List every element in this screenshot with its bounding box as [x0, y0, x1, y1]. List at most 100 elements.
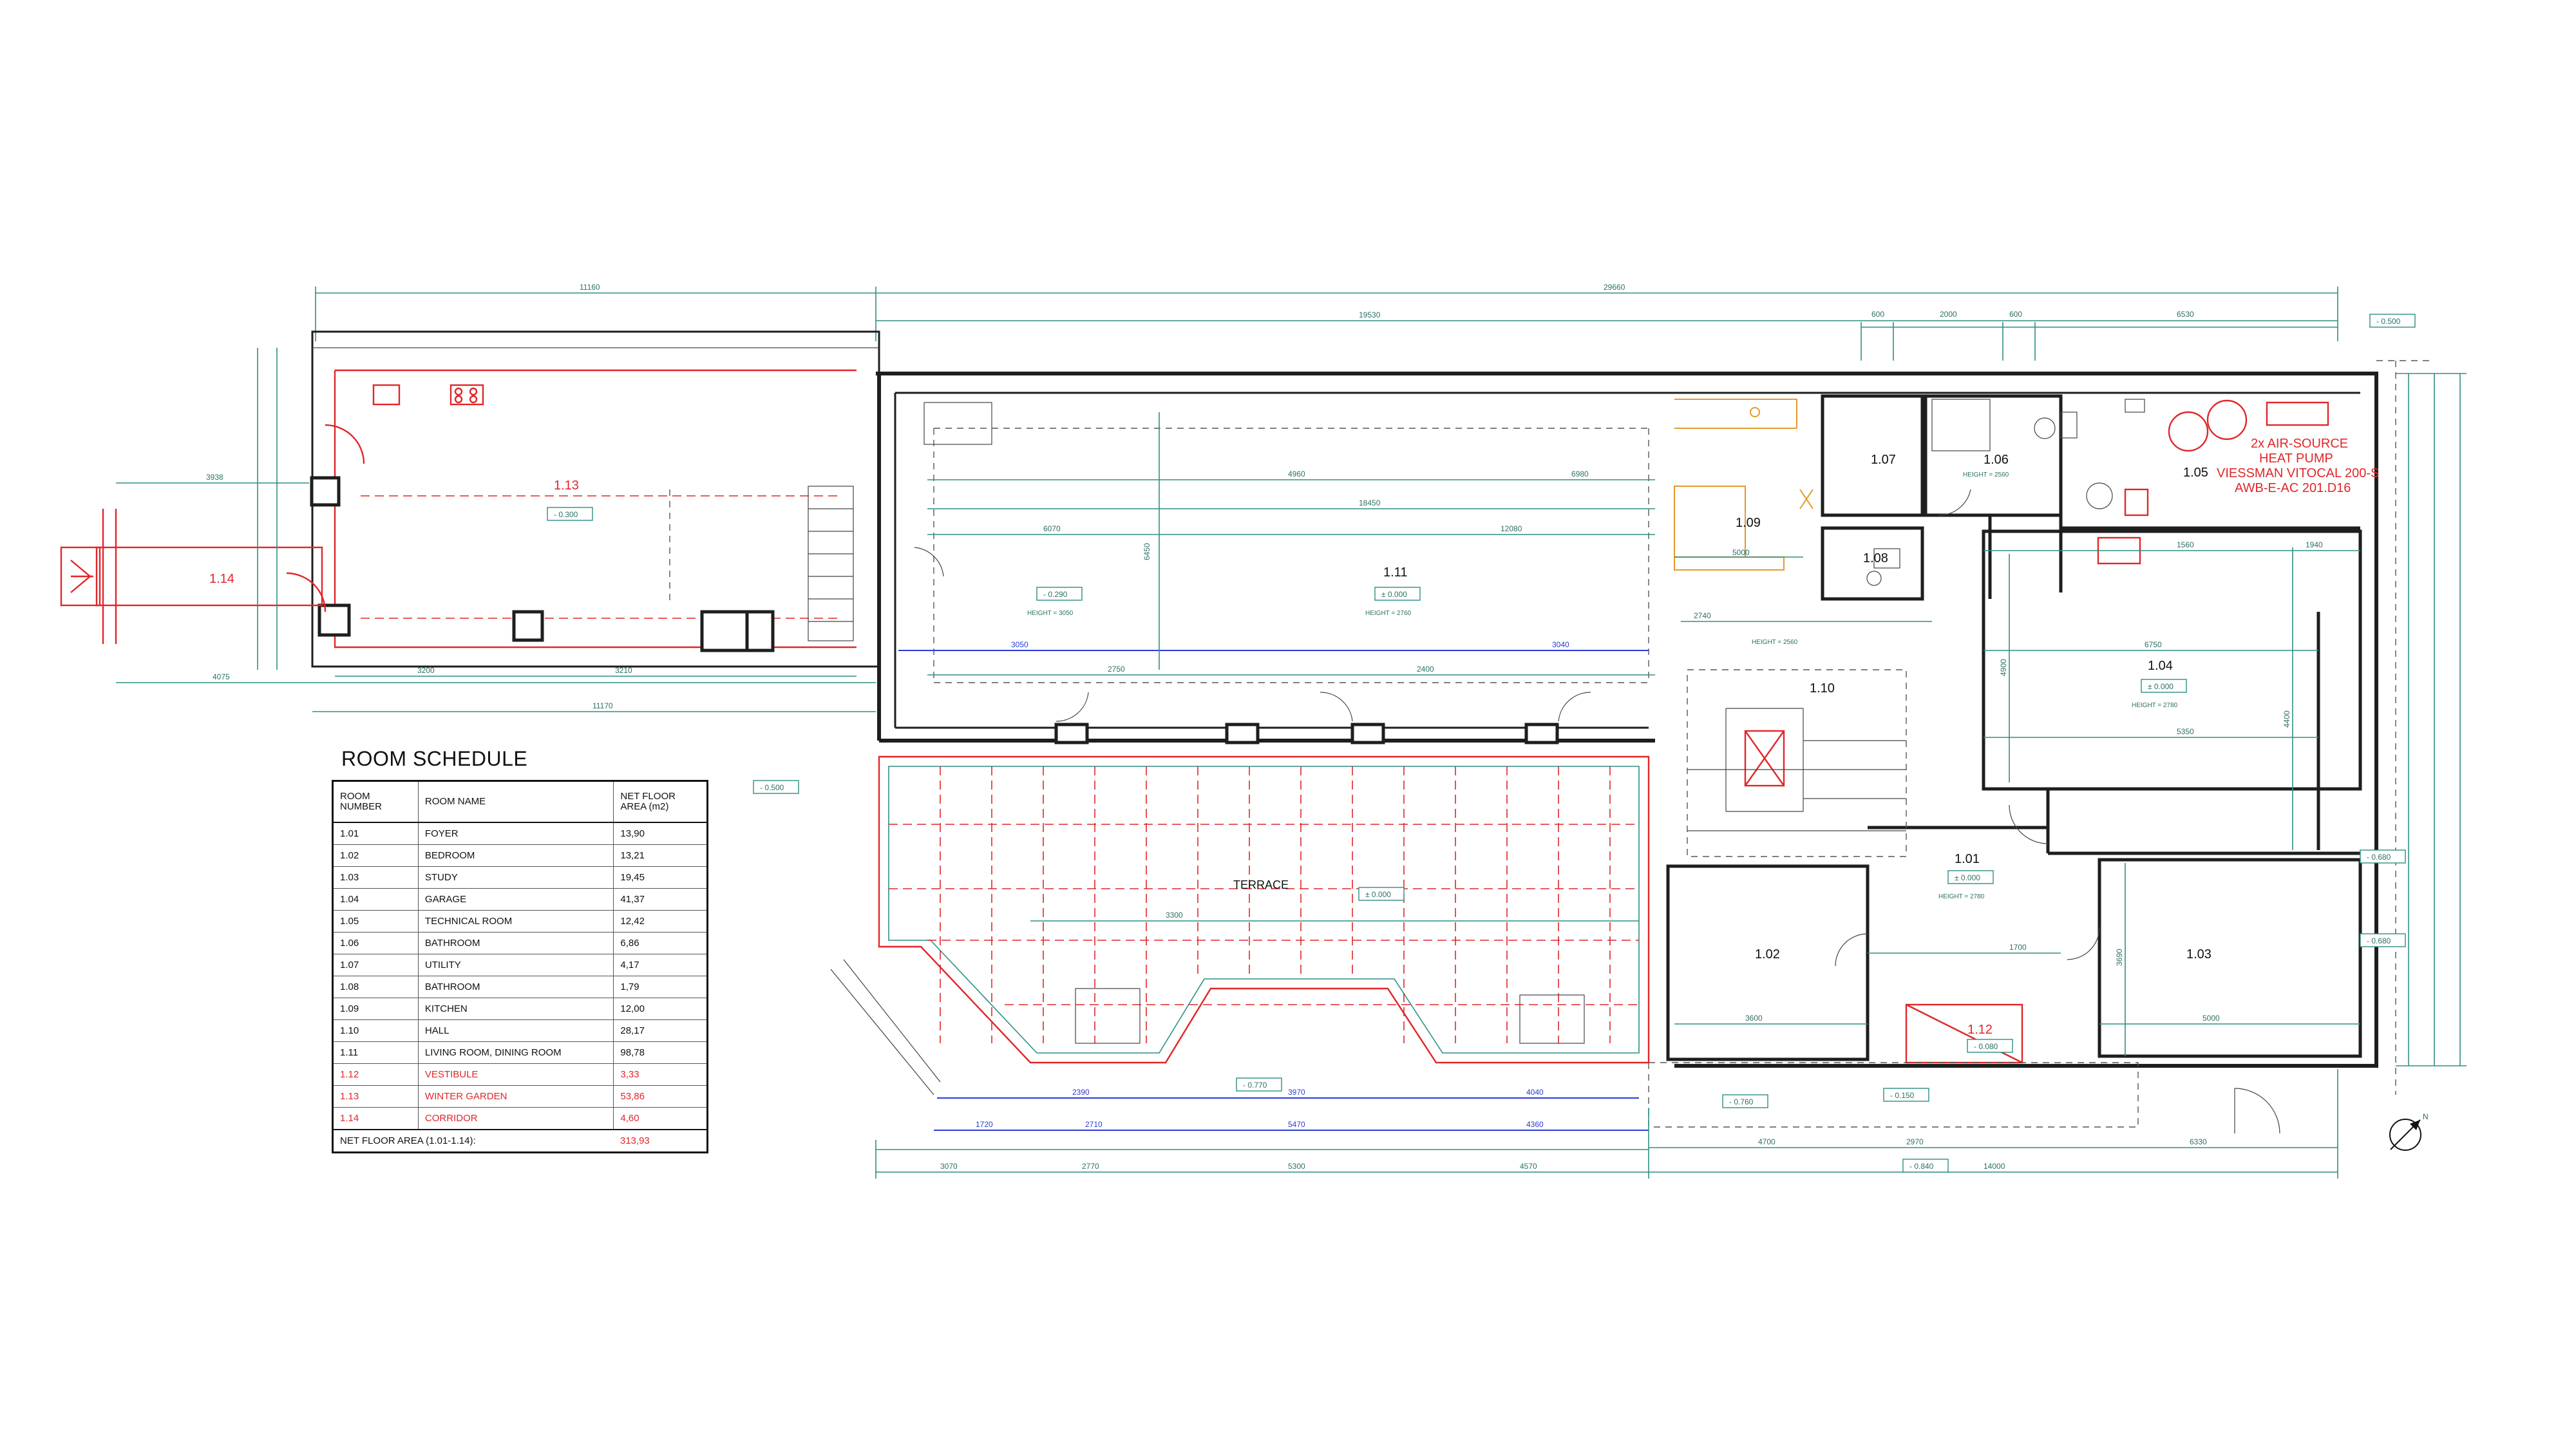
dim-top-total: 29660 [1604, 283, 1625, 292]
cell-room-name: HALL [418, 1019, 614, 1042]
room-label-1-01: 1.01 [1955, 852, 1980, 866]
cell-area: 13,90 [613, 822, 708, 845]
dim-2740: 2740 [1694, 611, 1711, 620]
cell-room-number: 1.08 [332, 976, 419, 998]
schedule-title: ROOM SCHEDULE [341, 747, 528, 770]
dim-2970: 2970 [1906, 1137, 1924, 1146]
cell-room-name: BATHROOM [418, 932, 614, 954]
cell-room-name: TECHNICAL ROOM [418, 910, 614, 933]
level-right-a: - 0.680 [2367, 853, 2391, 862]
total-label: NET FLOOR AREA (1.01-1.14): [332, 1129, 614, 1153]
level-1-13: - 0.300 [554, 510, 578, 519]
dim-5000-b: 5000 [2202, 1014, 2220, 1023]
height-1-06: HEIGHT = 2560 [1963, 471, 2009, 478]
dim-2710: 2710 [1085, 1120, 1103, 1129]
north-arrow: N [2389, 1112, 2429, 1151]
dim-6330: 6330 [2190, 1137, 2207, 1146]
cell-area: 4,60 [613, 1107, 708, 1130]
dim-5000: 5000 [1732, 548, 1750, 557]
height-1-11: HEIGHT = 2760 [1365, 610, 1412, 617]
north-label: N [2423, 1112, 2429, 1121]
room-label-1-08: 1.08 [1863, 551, 1888, 565]
cell-area: 4,17 [613, 954, 708, 976]
level-living-left: - 0.290 [1043, 590, 1068, 599]
cell-room-number: 1.06 [332, 932, 419, 954]
dim-4360: 4360 [1526, 1120, 1544, 1129]
cell-room-number: 1.05 [332, 910, 419, 933]
dim-1720: 1720 [976, 1120, 993, 1129]
dim-4900: 4900 [1999, 659, 2008, 676]
dim-4075: 4075 [213, 672, 230, 681]
room-label-1-04: 1.04 [2148, 659, 2173, 673]
dim-6750: 6750 [2145, 640, 2162, 649]
terrace: TERRACE ± 0.000 [830, 755, 1650, 1095]
room-label-1-10: 1.10 [1810, 681, 1835, 696]
cell-room-name: WINTER GARDEN [418, 1085, 614, 1108]
cell-area: 12,42 [613, 910, 708, 933]
cell-room-name: CORRIDOR [418, 1107, 614, 1130]
level-entry: - 0.150 [1890, 1091, 1915, 1100]
height-living-left: HEIGHT = 3050 [1027, 610, 1074, 617]
height-1-04: HEIGHT = 2780 [2132, 702, 2178, 709]
room-label-1-05: 1.05 [2183, 466, 2208, 480]
room-label-1-03: 1.03 [2186, 947, 2211, 961]
dim-4700: 4700 [1758, 1137, 1776, 1146]
heat-pump-note-line2: HEAT PUMP [2259, 451, 2333, 466]
cell-room-number: 1.09 [332, 998, 419, 1020]
level-entry-left: - 0.760 [1729, 1097, 1754, 1106]
dim-3600: 3600 [1745, 1014, 1763, 1023]
dim-1560: 1560 [2177, 540, 2194, 549]
dim-3210: 3210 [615, 666, 632, 675]
dim-1700: 1700 [2009, 943, 2027, 952]
cell-room-name: BATHROOM [418, 976, 614, 998]
cell-room-number: 1.14 [332, 1107, 419, 1130]
cell-area: 13,21 [613, 844, 708, 867]
interior-dimensions: 4960 6980 18450 6070 12080 2750 2400 645… [927, 412, 2360, 1056]
level-right-b: - 0.680 [2367, 936, 2391, 945]
height-1-01: HEIGHT = 2780 [1938, 893, 1985, 900]
dim-4570: 4570 [1520, 1162, 1537, 1171]
dim-3970: 3970 [1288, 1088, 1305, 1097]
equipment-note: 2x AIR-SOURCE HEAT PUMP VIESSMAN VITOCAL… [2217, 437, 2379, 495]
cell-room-number: 1.12 [332, 1063, 419, 1086]
dim-2750: 2750 [1108, 665, 1125, 674]
cell-room-name: FOYER [418, 822, 614, 845]
room-label-1-09: 1.09 [1736, 516, 1761, 530]
cell-room-number: 1.03 [332, 866, 419, 889]
dim-3690: 3690 [2115, 949, 2124, 966]
cell-area: 1,79 [613, 976, 708, 998]
level-1-01: ± 0.000 [1955, 873, 1980, 882]
cell-area: 12,00 [613, 998, 708, 1020]
room-label-1-11: 1.11 [1383, 565, 1407, 580]
dim-5470: 5470 [1288, 1120, 1305, 1129]
dim-top-main: 19530 [1359, 310, 1381, 319]
cell-room-name: KITCHEN [418, 998, 614, 1020]
bottom-dimensions: 3070 2770 5300 4570 14000 4700 2970 6330 [875, 1069, 2338, 1179]
dim-2770: 2770 [1082, 1162, 1099, 1171]
cell-area: 53,86 [613, 1085, 708, 1108]
dim-1940: 1940 [2306, 540, 2323, 549]
dim-2390: 2390 [1072, 1088, 1090, 1097]
cell-room-name: GARAGE [418, 888, 614, 911]
level-1-12: - 0.080 [1974, 1042, 1998, 1051]
dim-18450: 18450 [1359, 498, 1381, 507]
dim-4960: 4960 [1288, 469, 1305, 478]
cell-room-number: 1.10 [332, 1019, 419, 1042]
dim-3300: 3300 [1166, 911, 1183, 920]
heat-pump-note-line1: 2x AIR-SOURCE [2251, 437, 2348, 451]
room-label-1-13: 1.13 [554, 478, 579, 493]
cell-room-number: 1.01 [332, 822, 419, 845]
